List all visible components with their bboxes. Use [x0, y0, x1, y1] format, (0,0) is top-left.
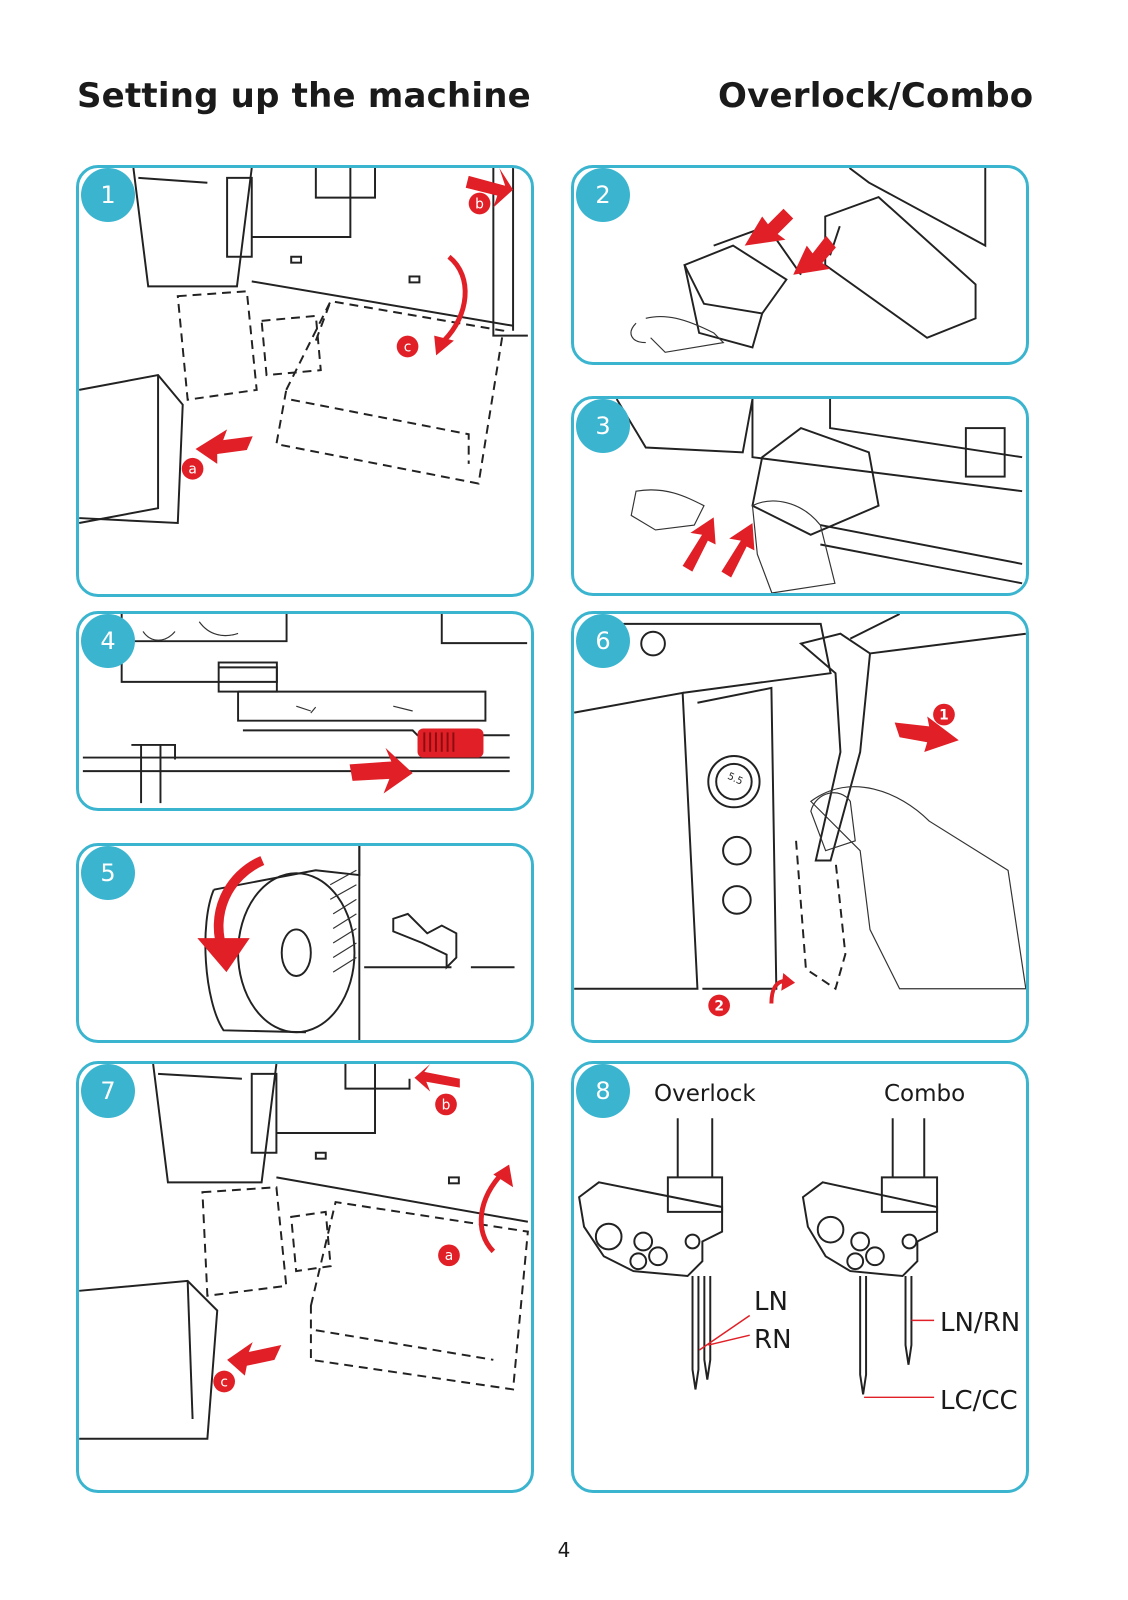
lever-slide-illustration — [82, 614, 528, 804]
step-5-panel: 5 — [76, 843, 534, 1043]
step-badge: 8 — [576, 1064, 630, 1118]
label-combo: Combo — [884, 1081, 966, 1107]
step-8-panel: 8 Overlock Combo LN RN LN/RN LC/CC — [571, 1061, 1029, 1493]
marker-a: a — [188, 462, 196, 478]
step-badge: 6 — [576, 614, 630, 668]
page-title: Setting up the machine — [77, 76, 531, 116]
marker-2: 2 — [714, 998, 724, 1014]
label-overlock: Overlock — [654, 1081, 756, 1107]
marker-b: b — [442, 1097, 451, 1113]
looper-cover-push-illustration — [615, 399, 1023, 593]
dial-value: 5.5 — [726, 771, 745, 788]
looper-cover-open-illustration: a b c — [79, 168, 528, 525]
looper-cover-insert-illustration — [630, 168, 987, 353]
marker-b: b — [475, 196, 484, 212]
step-badge: 2 — [576, 168, 630, 222]
step-6-panel: 6 5.5 1 2 — [571, 611, 1029, 1043]
step-badge: 5 — [81, 846, 135, 900]
label-ln-rn: LN/RN — [940, 1308, 1021, 1338]
label-lc-cc: LC/CC — [940, 1386, 1018, 1416]
step-badge: 3 — [576, 399, 630, 453]
step-2-panel: 2 — [571, 165, 1029, 365]
needle-position-illustration — [578, 1118, 939, 1399]
handwheel-turn-illustration — [197, 846, 515, 1040]
marker-c: c — [220, 1374, 228, 1390]
looper-cover-close-illustration: c b a — [79, 1064, 529, 1440]
page-number: 4 — [557, 1538, 571, 1562]
step-3-panel: 3 — [571, 396, 1029, 596]
step-1-panel: 1 a b c — [76, 165, 534, 597]
marker-1: 1 — [939, 708, 949, 724]
marker-c: c — [404, 339, 412, 355]
section-title: Overlock/Combo — [718, 76, 1034, 116]
marker-a: a — [445, 1248, 453, 1264]
needle-plate-dial-illustration: 5.5 1 2 — [574, 614, 1026, 1017]
step-badge: 7 — [81, 1064, 135, 1118]
step-badge: 1 — [81, 168, 135, 222]
label-ln: LN — [754, 1287, 788, 1317]
label-rn: RN — [754, 1325, 792, 1355]
step-badge: 4 — [81, 614, 135, 668]
step-4-panel: 4 — [76, 611, 534, 811]
step-7-panel: 7 c b a — [76, 1061, 534, 1493]
